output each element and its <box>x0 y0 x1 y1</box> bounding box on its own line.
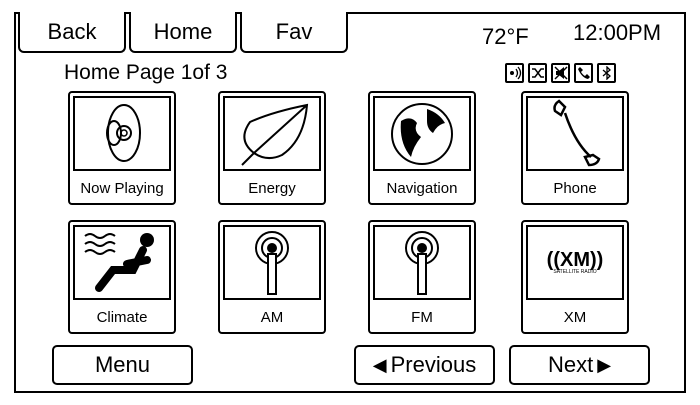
tile-fm[interactable]: FM <box>368 220 476 334</box>
tile-xm[interactable]: ((XM)) SATELLITE RADIO XM <box>521 220 629 334</box>
screen-frame <box>14 12 686 393</box>
clock: 12:00PM <box>573 20 662 45</box>
tile-label: Now Playing <box>80 180 164 197</box>
voice-recognition-icon <box>505 63 524 83</box>
back-button[interactable]: Back <box>18 12 126 53</box>
temperature: 72°F <box>482 24 529 49</box>
left-arrow-icon: ◀ <box>372 354 387 375</box>
tile-label: XM <box>563 309 587 326</box>
tile-label: FM <box>411 309 433 326</box>
antenna-icon <box>405 230 439 295</box>
xm-logo-icon: ((XM)) SATELLITE RADIO <box>546 249 604 275</box>
fav-button[interactable]: Fav <box>240 12 348 53</box>
tile-now-playing[interactable]: Now Playing <box>68 91 176 205</box>
tile-label: Navigation <box>386 180 458 197</box>
home-button[interactable]: Home <box>129 12 237 53</box>
tile-label: Phone <box>553 180 597 197</box>
mute-icon <box>551 63 570 83</box>
tile-label: Energy <box>248 180 296 197</box>
bluetooth-icon <box>597 63 616 83</box>
globe-icon <box>391 102 453 165</box>
page-title: Home Page 1of 3 <box>64 61 228 84</box>
shuffle-icon <box>528 63 547 83</box>
tile-label: Climate <box>96 309 148 326</box>
antenna-icon <box>255 230 289 295</box>
leaf-icon <box>241 103 309 166</box>
climate-seat-icon <box>84 232 154 292</box>
tile-energy[interactable]: Energy <box>218 91 326 205</box>
right-arrow-icon: ▶ <box>597 354 612 375</box>
tile-phone[interactable]: Phone <box>521 91 629 205</box>
next-button[interactable]: Next▶ <box>509 345 650 385</box>
phone-handset-icon <box>553 98 601 166</box>
tile-navigation[interactable]: Navigation <box>368 91 476 205</box>
previous-button[interactable]: ◀Previous <box>354 345 495 385</box>
menu-button[interactable]: Menu <box>52 345 193 385</box>
speaker-icon <box>106 104 141 162</box>
tile-am[interactable]: AM <box>218 220 326 334</box>
status-icons <box>505 63 616 83</box>
phone-icon <box>574 63 593 83</box>
tile-climate[interactable]: Climate <box>68 220 176 334</box>
tile-label: AM <box>260 309 284 326</box>
